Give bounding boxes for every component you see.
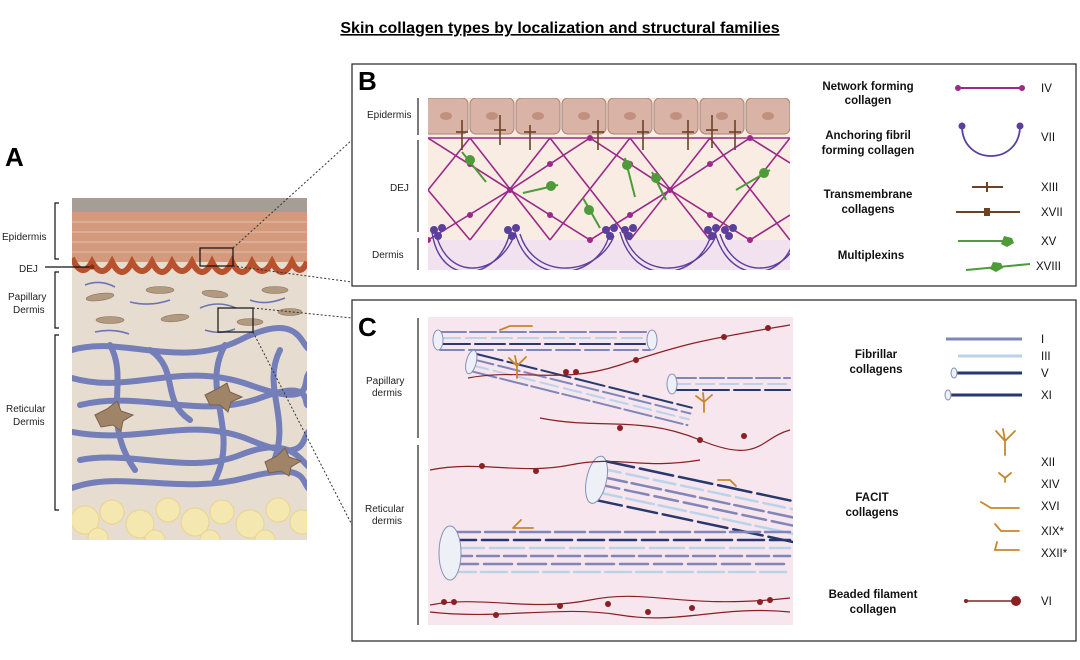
swatch-VII-end-1	[958, 122, 966, 130]
panel-b-frame	[351, 63, 1077, 287]
panel-b-legend: Network forming collagen IV Anchoring fi…	[822, 81, 1063, 273]
swatch-XI-end	[944, 389, 952, 401]
zoom-connectors	[232, 139, 353, 526]
code-VI: VI	[1041, 596, 1052, 608]
code-VII: VII	[1041, 132, 1055, 144]
legend-facit-2: collagens	[845, 507, 898, 519]
legend-beaded-2: collagen	[850, 604, 897, 616]
legend-network-forming: Network forming	[822, 81, 913, 93]
code-V: V	[1041, 368, 1049, 380]
legend-anchoring-fibril: Anchoring fibril	[825, 130, 911, 142]
panel-b-letter: B	[358, 66, 377, 96]
label-epidermis: Epidermis	[2, 232, 46, 243]
ecm-illustration	[428, 317, 793, 625]
panel-c-label-reticular: Reticular	[365, 504, 405, 515]
swatch-VI-end-large	[1011, 596, 1021, 606]
code-III: III	[1041, 351, 1051, 363]
panel-c-letter: C	[358, 312, 377, 342]
label-papillary: Papillary	[8, 292, 46, 303]
legend-facit: FACIT	[855, 492, 888, 504]
swatch-VII	[961, 125, 1021, 157]
label-reticular: Reticular	[6, 404, 46, 415]
panel-c-label-reticular-dermis: dermis	[372, 516, 402, 527]
panel-b-label-epidermis: Epidermis	[367, 110, 411, 121]
panel-c-label-papillary-dermis: dermis	[372, 388, 402, 399]
panel-c-legend: Fibrillar collagens I III V XI FACIT col…	[829, 334, 1068, 616]
skin-cross-section	[72, 198, 307, 540]
swatch-IV-end-1	[955, 85, 961, 91]
code-IV: IV	[1041, 83, 1052, 95]
panel-c-label-papillary: Papillary	[366, 376, 404, 387]
dej-marker	[89, 264, 95, 270]
code-XII: XII	[1041, 457, 1055, 469]
swatch-XVII-box	[984, 208, 990, 216]
label-dej: DEJ	[19, 264, 38, 275]
legend-multiplexins: Multiplexins	[838, 250, 904, 262]
swatch-IV-end-2	[1019, 85, 1025, 91]
code-XVIII: XVIII	[1036, 261, 1061, 273]
legend-fibrillar: Fibrillar	[855, 349, 898, 361]
figure-title: Skin collagen types by localization and …	[340, 20, 779, 37]
panel-a-brackets	[45, 202, 90, 511]
code-XVII: XVII	[1041, 207, 1063, 219]
swatch-XV-head	[1001, 236, 1014, 247]
legend-network-forming-2: collagen	[845, 95, 892, 107]
panel-a-letter: A	[5, 142, 24, 172]
panel-b-label-dermis: Dermis	[372, 250, 404, 261]
panel-b-label-dej: DEJ	[390, 183, 409, 194]
code-XV: XV	[1041, 236, 1057, 248]
code-XIV: XIV	[1041, 479, 1060, 491]
code-XI: XI	[1041, 390, 1052, 402]
label-reticular-dermis: Dermis	[13, 417, 45, 428]
code-XIII: XIII	[1041, 182, 1058, 194]
legend-anchoring-fibril-2: forming collagen	[822, 145, 915, 157]
zoom-box-dej	[199, 247, 234, 267]
swatch-XVIII-head	[990, 262, 1003, 272]
panel-c-frame	[351, 299, 1077, 642]
code-I: I	[1041, 334, 1044, 346]
swatch-VII-end-2	[1016, 122, 1024, 130]
facit-swatches	[980, 428, 1020, 551]
code-XIX: XIX*	[1041, 526, 1065, 538]
dej-illustration	[428, 98, 790, 270]
legend-transmembrane: Transmembrane	[824, 189, 913, 201]
zoom-box-dermis	[217, 307, 254, 333]
legend-beaded: Beaded filament	[829, 589, 918, 601]
legend-fibrillar-2: collagens	[849, 364, 902, 376]
label-papillary-dermis: Dermis	[13, 305, 45, 316]
code-XXII: XXII*	[1041, 548, 1068, 560]
code-XVI: XVI	[1041, 501, 1060, 513]
legend-transmembrane-2: collagens	[841, 204, 894, 216]
swatch-VI-end-small	[964, 599, 968, 603]
swatch-V-end	[950, 367, 958, 379]
